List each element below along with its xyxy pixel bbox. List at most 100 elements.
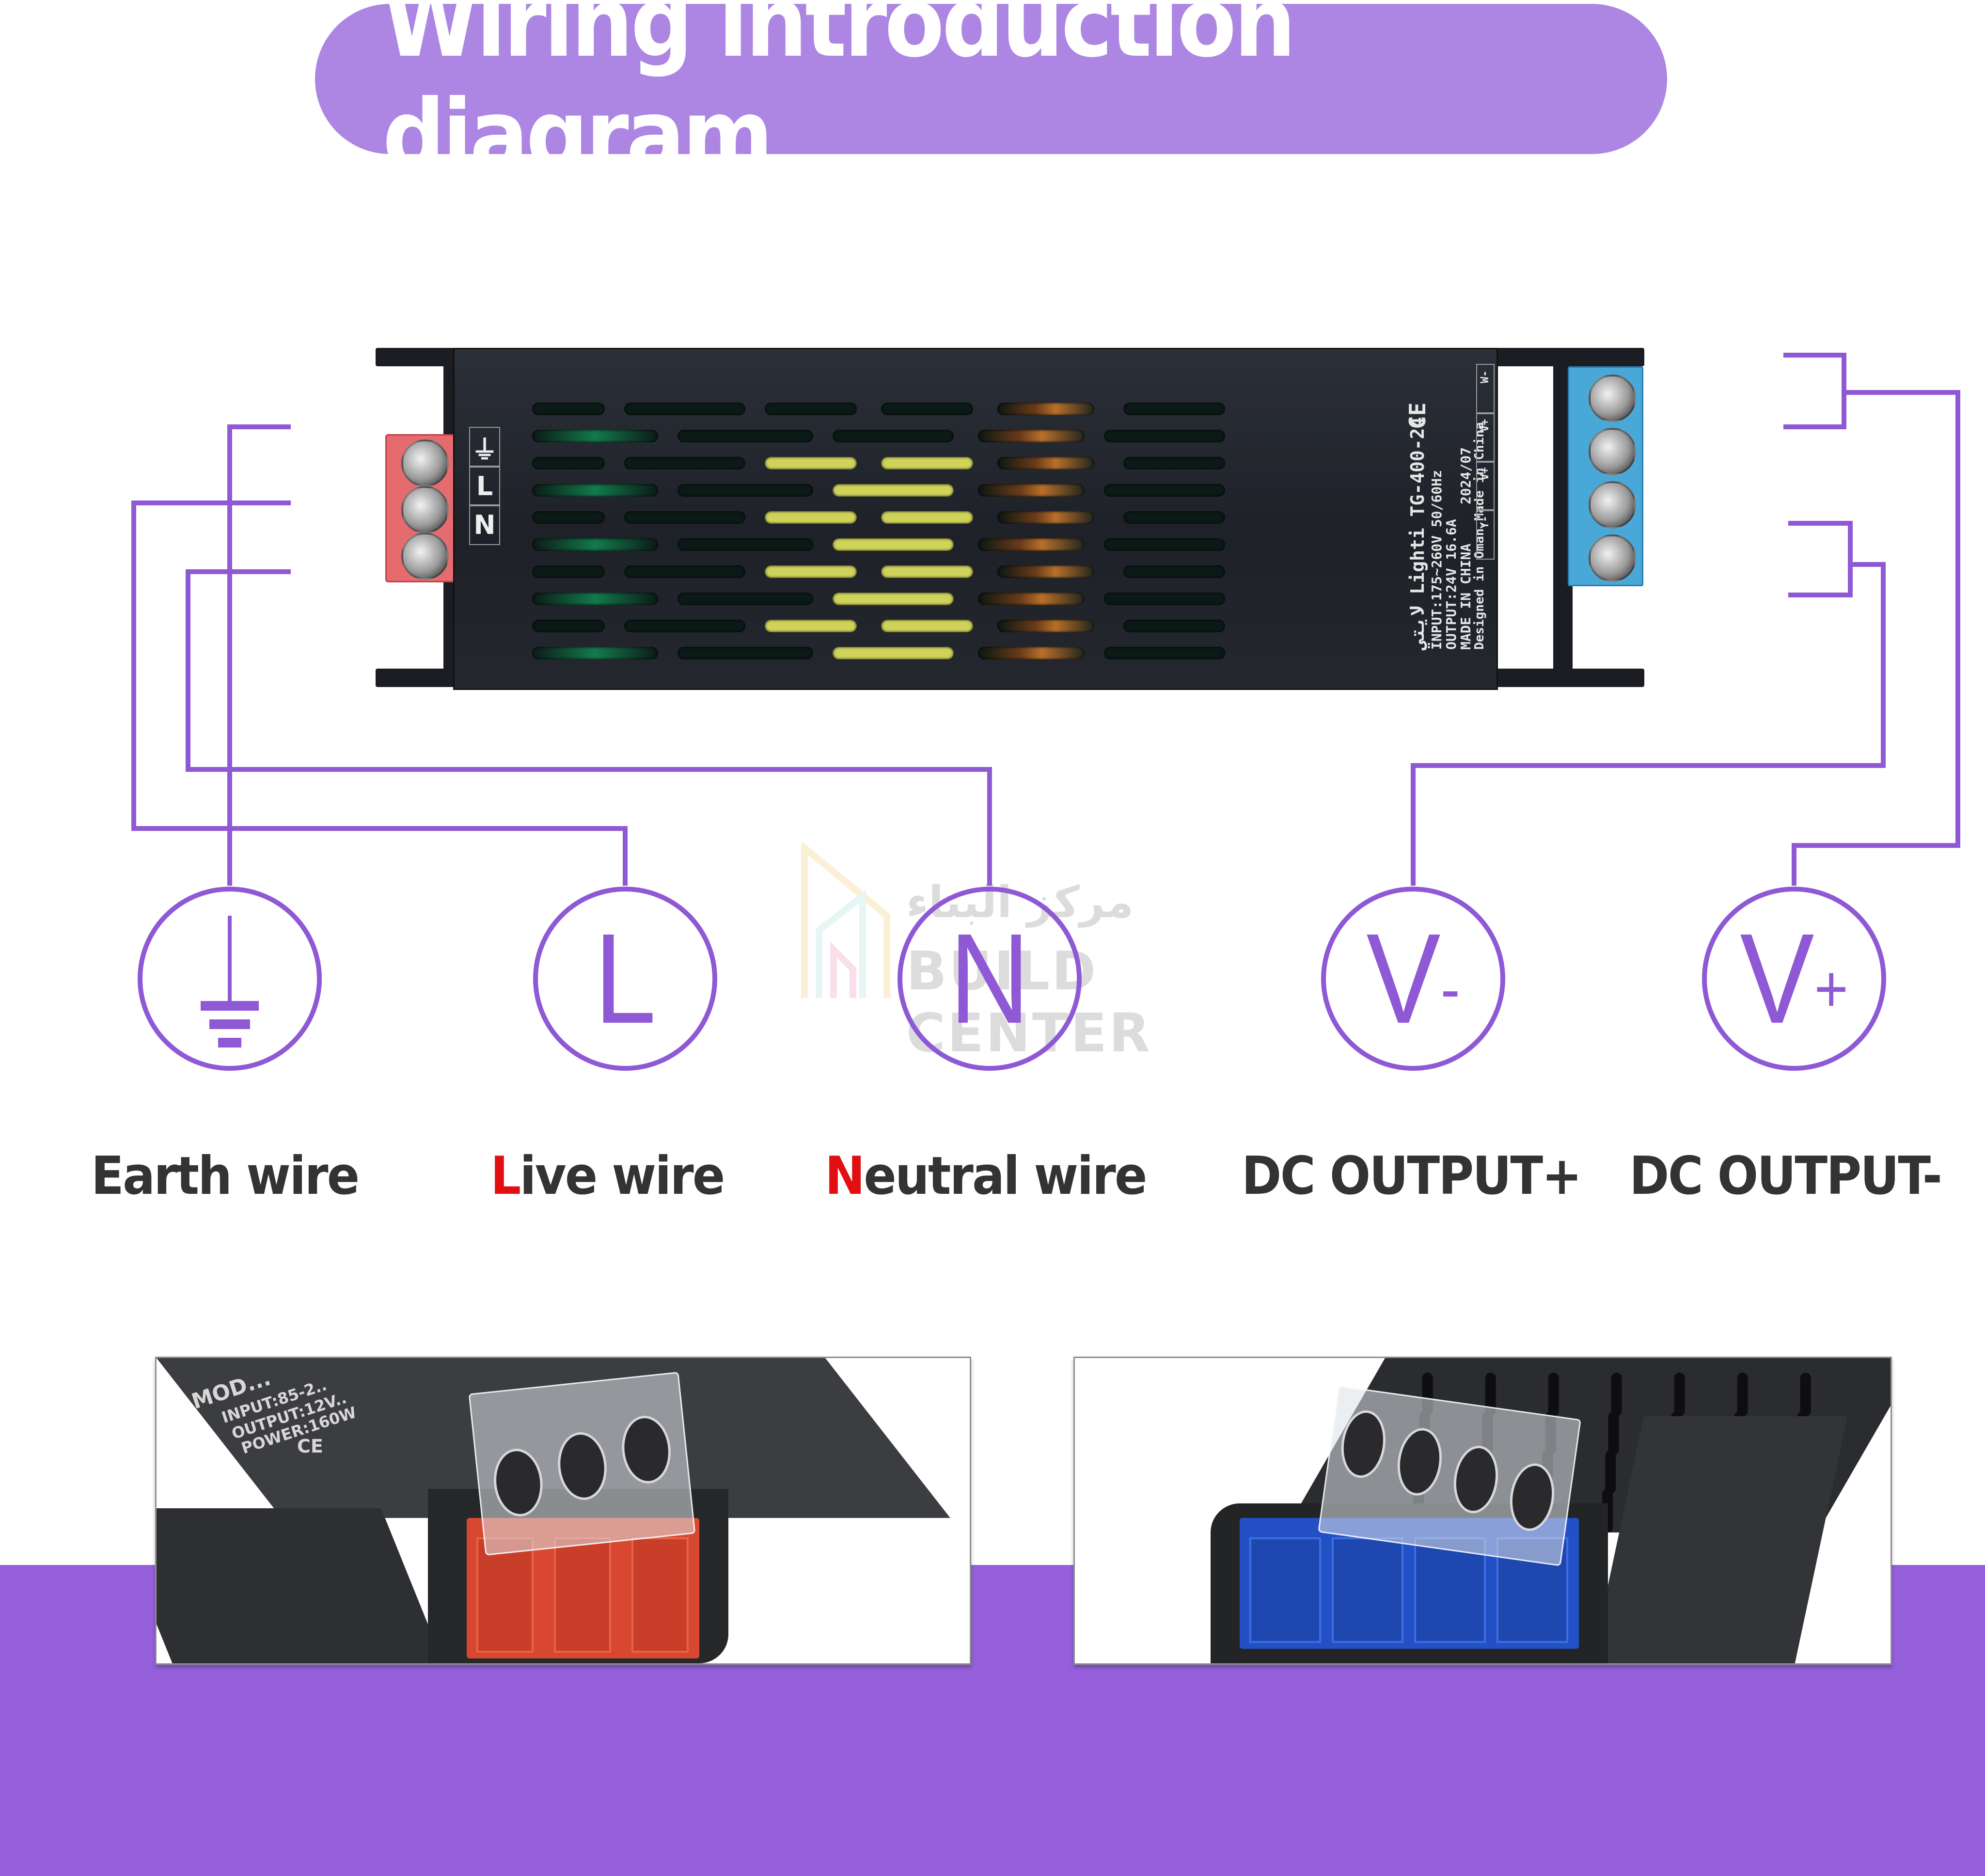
vent-slot: [765, 620, 857, 632]
label-text: Y-: [1479, 516, 1491, 529]
vent-slot: [833, 593, 954, 605]
vent-slot: [1104, 647, 1225, 659]
vent-slot: [532, 484, 658, 497]
vent-slot: [1123, 565, 1225, 578]
earth-terminal-label: ⏚: [469, 427, 500, 468]
vent-slot: [1674, 1373, 1685, 1416]
terminal-screw[interactable]: [401, 532, 449, 580]
vent-slot: [1548, 1373, 1559, 1416]
live-symbol-circle: L: [533, 887, 717, 1071]
output-label-y-minus: Y-: [1476, 509, 1495, 560]
clear-terminal-cover[interactable]: [468, 1372, 696, 1556]
vent-slot: [833, 538, 954, 551]
nameplate-model: لايتي Lighti TG-400-24: [1407, 417, 1428, 650]
vent-slot: [765, 565, 857, 578]
vent-slot: [677, 484, 813, 497]
neutral-terminal-label: N: [469, 504, 500, 545]
caption-highlight: N: [825, 1146, 865, 1206]
cover-hole: [1449, 1443, 1502, 1516]
vent-slot: [1608, 1411, 1619, 1455]
output-label-v-plus-2: V+: [1476, 461, 1495, 511]
vent-slot: [532, 403, 605, 415]
terminal-slot[interactable]: [554, 1537, 611, 1653]
live-label-text: L: [476, 470, 493, 501]
vent-slot: [532, 647, 658, 659]
live-terminal-label: L: [469, 466, 500, 506]
vent-slot: [624, 511, 745, 524]
terminal-slot[interactable]: [1332, 1537, 1403, 1643]
terminal-screw[interactable]: [401, 439, 449, 487]
nameplate-input: INPUT:175~260V 50/60Hz: [1429, 470, 1445, 650]
terminal-slot[interactable]: [1249, 1537, 1321, 1643]
vent-slot: [624, 403, 745, 415]
ce-mark: CE: [297, 1436, 323, 1457]
vent-slot: [997, 620, 1094, 632]
vent-slot: [1104, 593, 1225, 605]
caption-text: DC OUTPUT+: [1242, 1146, 1582, 1206]
v-letter: V: [1740, 907, 1814, 1050]
vent-slot: [881, 620, 973, 632]
caption-highlight: L: [490, 1146, 521, 1206]
neutral-label-text: N: [473, 509, 496, 540]
caption-text: DC OUTPUT-: [1629, 1146, 1942, 1206]
v-plus-symbol-circle: V+: [1702, 887, 1886, 1071]
vent-slot: [677, 593, 813, 605]
vent-slot: [1123, 403, 1225, 415]
vent-slot: [532, 565, 605, 578]
terminal-screw[interactable]: [1589, 481, 1636, 529]
v-minus-symbol-circle: V-: [1321, 887, 1505, 1071]
vent-slot: [1737, 1373, 1748, 1416]
nameplate-output: OUTPUT:24V 16.6A: [1443, 519, 1459, 650]
caption-dc-output-plus: DC OUTPUT+: [1242, 1146, 1582, 1206]
earth-wire: [227, 424, 291, 886]
output-label-w-minus: W-: [1476, 364, 1495, 414]
ce-mark: CE: [1404, 402, 1431, 429]
nameplate-date: 2024/07: [1458, 447, 1474, 504]
nameplate-made-in: MADE IN CHINA: [1458, 543, 1474, 650]
live-symbol-text: L: [594, 907, 656, 1050]
vent-slot: [1123, 620, 1225, 632]
terminal-screw[interactable]: [401, 486, 449, 533]
vent-slot: [1104, 484, 1225, 497]
plus-sign: +: [1814, 951, 1848, 1027]
vent-slot: [997, 565, 1094, 578]
vent-slot: [532, 620, 605, 632]
vent-slot: [833, 647, 954, 659]
vent-slot: [532, 593, 658, 605]
output-terminal-block[interactable]: [1568, 366, 1643, 586]
vent-slot: [765, 457, 857, 469]
caption-neutral-wire: Neutral wire: [825, 1146, 1147, 1206]
earth-ground-icon: [201, 916, 259, 1047]
title-banner: Wiring introduction diagram: [315, 0, 1667, 192]
cover-hole: [490, 1446, 546, 1519]
vent-slot: [881, 457, 973, 469]
vent-slot: [978, 538, 1085, 551]
neutral-symbol-text: N: [949, 907, 1030, 1050]
vent-slot: [1104, 430, 1225, 442]
neutral-symbol-circle: N: [898, 887, 1082, 1071]
vent-slot: [833, 484, 954, 497]
vent-slot: [833, 430, 954, 442]
input-terminal-block[interactable]: [385, 434, 461, 582]
vent-slot: [881, 511, 973, 524]
terminal-slot[interactable]: [476, 1537, 534, 1653]
label-text: W-: [1479, 370, 1491, 383]
vent-slot: [532, 457, 605, 469]
v-plus-wire: [1792, 390, 1960, 886]
vent-slot: [765, 403, 857, 415]
case-side: [157, 1508, 446, 1663]
cover-hole: [1506, 1460, 1559, 1534]
vent-slot: [997, 403, 1094, 415]
vent-slot: [1123, 457, 1225, 469]
terminal-screw[interactable]: [1589, 428, 1636, 475]
photo-output-terminal: [1073, 1357, 1892, 1665]
terminal-screw[interactable]: [1589, 534, 1636, 582]
terminal-screw[interactable]: [1589, 375, 1636, 422]
caption-text: eutral wire: [864, 1146, 1147, 1206]
label-text: V+: [1479, 419, 1491, 432]
vent-slot: [1123, 511, 1225, 524]
terminal-slot[interactable]: [631, 1537, 689, 1653]
vent-slot: [978, 484, 1085, 497]
minus-sign: -: [1440, 951, 1460, 1027]
cover-hole: [1337, 1407, 1390, 1481]
